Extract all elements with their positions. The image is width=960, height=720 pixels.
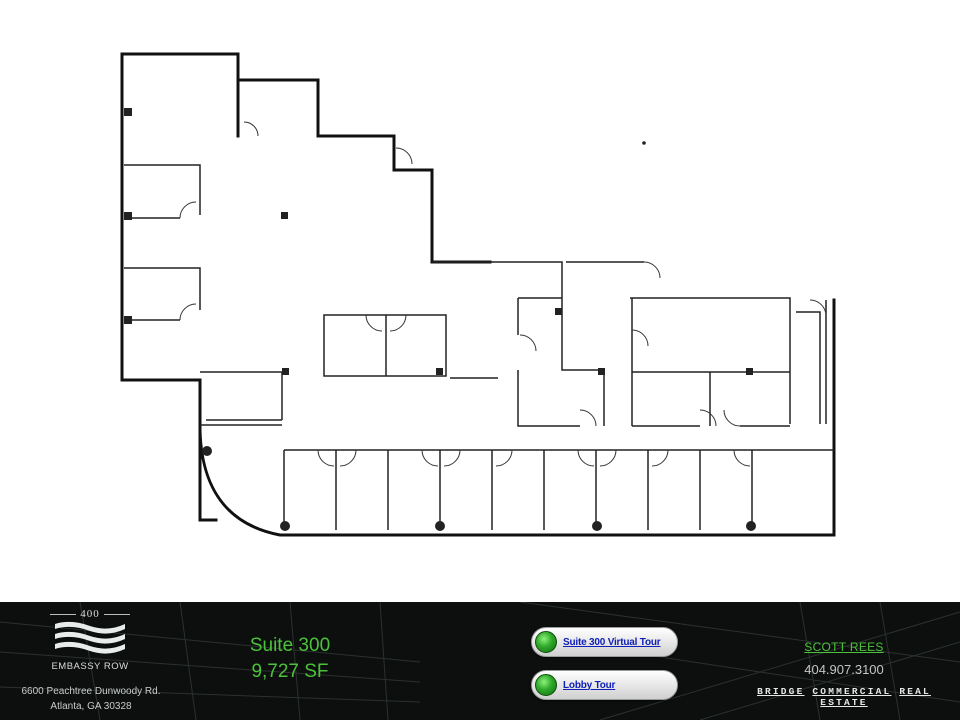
building-address: 6600 Peachtree Dunwoody Rd. Atlanta, GA …: [6, 684, 176, 714]
logo-name: EMBASSY ROW: [51, 661, 129, 672]
broker-name-link[interactable]: SCOTT REES: [804, 640, 884, 654]
suite-name: Suite 300: [249, 635, 331, 656]
logo-number: 400: [80, 608, 100, 620]
broker-contact: SCOTT REES 404.907.3100 BRIDGE COMMERCIA…: [736, 640, 952, 708]
brokerage-word-2: COMMERCIAL: [812, 686, 892, 697]
green-orb-icon: [535, 674, 557, 696]
glass-building-backdrop: [0, 602, 960, 720]
brokerage-logo-text: BRIDGE COMMERCIAL REAL ESTATE: [736, 686, 952, 708]
brokerage-word-1: BRIDGE: [757, 686, 805, 697]
brokerage-word-3: REAL ESTATE: [820, 686, 931, 708]
green-orb-icon: [535, 631, 557, 653]
footer-bar: 400 EMBASSY ROW 6600 Peachtree Dunwoody …: [0, 602, 960, 720]
waves-icon: [55, 621, 125, 654]
suite-info: Suite 300 9,727 SF: [220, 633, 360, 685]
suite-size: 9,727 SF: [251, 661, 329, 682]
lobby-tour-button[interactable]: Lobby Tour: [531, 670, 678, 700]
lobby-tour-link[interactable]: Lobby Tour: [563, 679, 616, 691]
columns: [124, 108, 756, 531]
embassy-row-logo: 400 EMBASSY ROW: [40, 608, 140, 672]
suite-virtual-tour-button[interactable]: Suite 300 Virtual Tour: [531, 627, 678, 657]
suite-virtual-tour-link[interactable]: Suite 300 Virtual Tour: [563, 636, 661, 648]
interior-walls: [124, 164, 834, 530]
address-line-1: 6600 Peachtree Dunwoody Rd.: [21, 686, 161, 697]
address-line-2: Atlanta, GA 30328: [50, 701, 132, 712]
broker-phone: 404.907.3100: [804, 662, 884, 677]
floor-plan: [120, 52, 836, 537]
exterior-walls: [120, 52, 836, 537]
door-swings: [179, 121, 827, 467]
